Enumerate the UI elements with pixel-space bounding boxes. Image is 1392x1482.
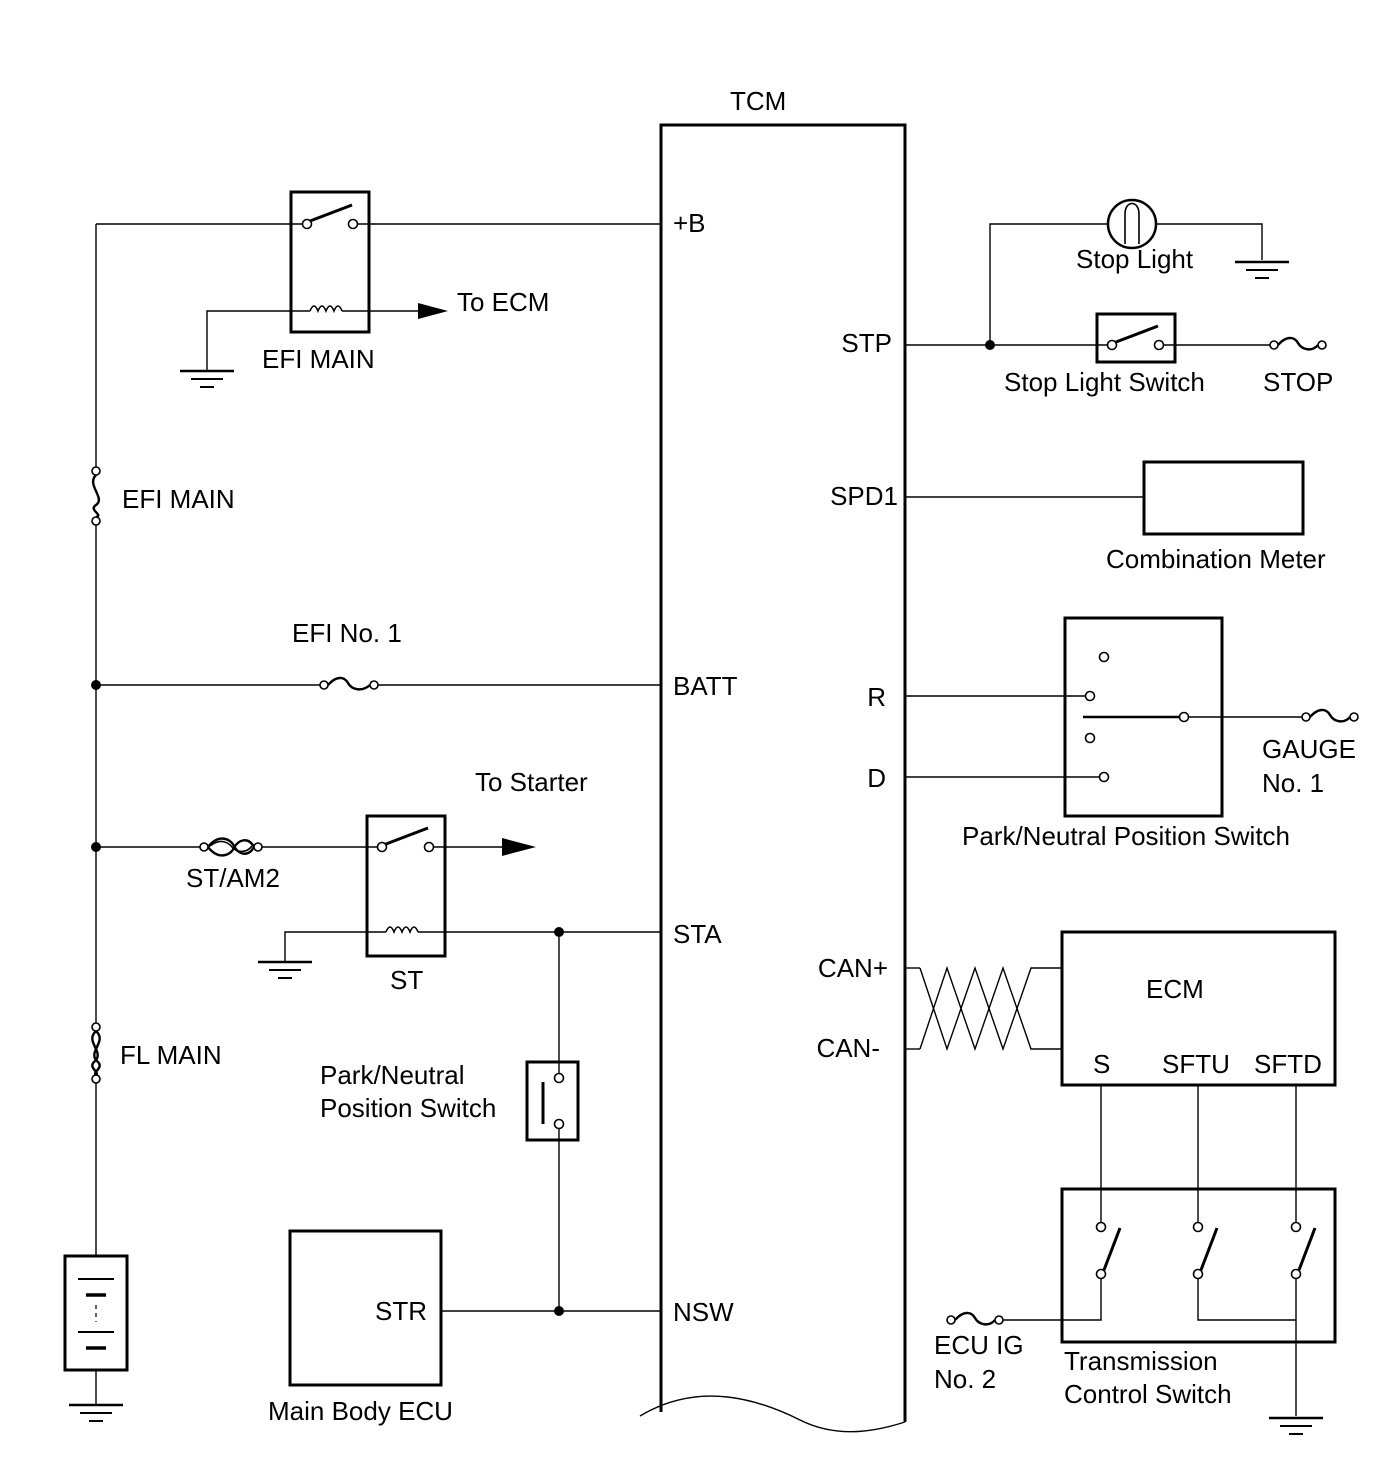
ecu-ig-label-line2: No. 2 bbox=[934, 1364, 996, 1394]
pin-can-minus-label: CAN- bbox=[816, 1033, 880, 1063]
combination-meter: Combination Meter bbox=[905, 460, 1326, 574]
battery-icon bbox=[63, 1254, 129, 1405]
pin-spd1-label: SPD1 bbox=[830, 481, 898, 511]
efi-main-fuse: EFI MAIN bbox=[91, 466, 235, 526]
tcs-label-line2: Control Switch bbox=[1064, 1379, 1232, 1409]
pin-sta-label: STA bbox=[673, 919, 722, 949]
combination-meter-label: Combination Meter bbox=[1106, 544, 1326, 574]
fl-main-fuse: FL MAIN bbox=[91, 1022, 222, 1084]
stop-light-label: Stop Light bbox=[1076, 244, 1194, 274]
to-starter-arrow-icon bbox=[502, 838, 536, 856]
ecm-s-label: S bbox=[1093, 1049, 1110, 1079]
ground-icon bbox=[1269, 1416, 1323, 1435]
to-ecm-label: To ECM bbox=[457, 287, 549, 317]
to-starter-label: To Starter bbox=[475, 767, 588, 797]
ground-icon bbox=[1235, 260, 1289, 279]
pnp-right-label: Park/Neutral Position Switch bbox=[962, 821, 1290, 851]
stop-light-circuit: Stop Light Stop Light Switch STOP bbox=[905, 198, 1333, 397]
ground-icon bbox=[180, 369, 234, 388]
efi-main-relay: To ECM EFI MAIN bbox=[96, 190, 661, 388]
pin-b-label: +B bbox=[673, 208, 706, 238]
pin-can-plus-label: CAN+ bbox=[818, 953, 888, 983]
tcm-label: TCM bbox=[730, 86, 786, 116]
ground-icon bbox=[69, 1403, 123, 1422]
pin-nsw-label: NSW bbox=[673, 1297, 734, 1327]
main-body-ecu: STR Main Body ECU bbox=[268, 1229, 661, 1426]
tcm-box: TCM +B BATT STA NSW STP SPD1 R D CAN+ CA… bbox=[639, 86, 907, 1433]
ecu-ig-label-line1: ECU IG bbox=[934, 1330, 1024, 1360]
efi-main-fuse-label: EFI MAIN bbox=[122, 484, 235, 514]
pnp-left-label-line1: Park/Neutral bbox=[320, 1060, 465, 1090]
efi-no1-fuse: EFI No. 1 bbox=[91, 618, 661, 691]
pnp-left-label-line2: Position Switch bbox=[320, 1093, 496, 1123]
ecm-box: ECM S SFTU SFTD bbox=[1060, 930, 1337, 1087]
pin-batt-label: BATT bbox=[673, 671, 738, 701]
fl-main-label: FL MAIN bbox=[120, 1040, 222, 1070]
st-relay-label: ST bbox=[390, 965, 423, 995]
to-ecm-arrow-icon bbox=[418, 303, 448, 319]
gauge-label-line1: GAUGE bbox=[1262, 734, 1356, 764]
tcs-label-line1: Transmission bbox=[1064, 1346, 1218, 1376]
stop-light-switch-label: Stop Light Switch bbox=[1004, 367, 1205, 397]
main-body-ecu-label: Main Body ECU bbox=[268, 1396, 453, 1426]
gauge-label-line2: No. 1 bbox=[1262, 768, 1324, 798]
st-relay-circuit: ST/AM2 To Starter ST bbox=[91, 767, 661, 995]
ecm-sftu-label: SFTU bbox=[1162, 1049, 1230, 1079]
transmission-control-switch: ECU IG No. 2 Transmission Control Switch bbox=[934, 1085, 1337, 1435]
efi-main-relay-label: EFI MAIN bbox=[262, 344, 375, 374]
pin-stp-label: STP bbox=[841, 328, 892, 358]
stop-light-bulb-icon bbox=[1106, 198, 1158, 250]
can-bus bbox=[905, 965, 1062, 1052]
stop-fuse-label: STOP bbox=[1263, 367, 1333, 397]
pin-d-label: D bbox=[867, 763, 886, 793]
pnp-switch-left: Park/Neutral Position Switch bbox=[320, 932, 580, 1311]
efi-no1-label: EFI No. 1 bbox=[292, 618, 402, 648]
ecm-label: ECM bbox=[1146, 974, 1204, 1004]
ecm-sftd-label: SFTD bbox=[1254, 1049, 1322, 1079]
str-label: STR bbox=[375, 1296, 427, 1326]
st-am2-label: ST/AM2 bbox=[186, 863, 280, 893]
ground-icon bbox=[258, 960, 312, 979]
pnp-switch-right: GAUGE No. 1 Park/Neutral Position Switch bbox=[905, 616, 1359, 851]
pin-r-label: R bbox=[867, 682, 886, 712]
